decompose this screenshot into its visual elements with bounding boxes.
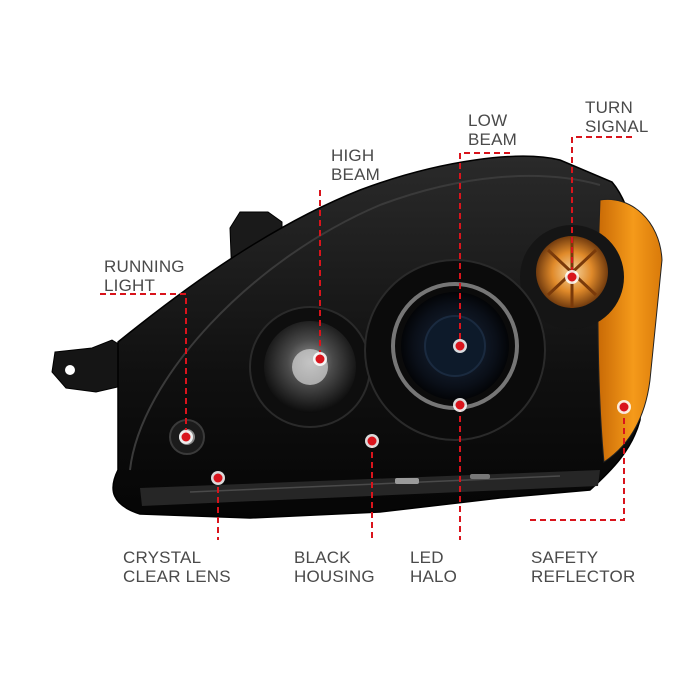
callout-lines <box>100 136 632 540</box>
safety-reflector-leader <box>530 408 625 521</box>
safety-reflector-label: SAFETY REFLECTOR <box>531 548 635 586</box>
drl-led <box>395 478 419 484</box>
safety-reflector-dot <box>619 402 629 412</box>
crystal-clear-lens-line2: CLEAR LENS <box>123 567 231 586</box>
running-light-line1: RUNNING <box>104 257 185 276</box>
turn-signal-dot <box>567 272 577 282</box>
low-beam-leader <box>459 152 510 343</box>
low-beam-dot <box>455 341 465 351</box>
low-beam-line2: BEAM <box>468 130 517 149</box>
running-light-label: RUNNING LIGHT <box>104 257 185 295</box>
safety-reflector-line1: SAFETY <box>531 548 599 567</box>
safety-reflector-line2: REFLECTOR <box>531 567 636 586</box>
running-light-dot <box>181 432 191 442</box>
black-housing-line1: BLACK <box>294 548 351 567</box>
running-light-leader <box>100 293 187 432</box>
turn-signal-line2: SIGNAL <box>585 117 649 136</box>
turn-signal-line1: TURN <box>585 98 634 117</box>
callout-dots <box>179 270 631 485</box>
high-beam-label: HIGH BEAM <box>331 146 380 184</box>
amber-reflector <box>597 198 663 463</box>
black-housing-dot <box>367 436 377 446</box>
black-housing-line2: HOUSING <box>294 567 375 586</box>
mounting-tab <box>51 339 129 393</box>
low-beam-line1: LOW <box>468 111 508 130</box>
high-beam-line2: BEAM <box>331 165 380 184</box>
led-halo-line1: LED <box>410 548 444 567</box>
crystal-clear-lens-line1: CRYSTAL <box>123 548 202 567</box>
lens-outline <box>129 174 601 471</box>
running-light-line2: LIGHT <box>104 276 156 295</box>
turn-signal-label: TURN SIGNAL <box>585 98 649 136</box>
led-halo-label: LED HALO <box>410 548 457 586</box>
low-beam-label: LOW BEAM <box>468 111 517 149</box>
led-halo-dot <box>455 400 465 410</box>
crystal-clear-lens-dot <box>213 473 223 483</box>
high-beam-line1: HIGH <box>331 146 375 165</box>
black-housing-label: BLACK HOUSING <box>294 548 375 586</box>
crystal-clear-lens-label: CRYSTAL CLEAR LENS <box>123 548 231 586</box>
led-halo-line2: HALO <box>410 567 458 586</box>
high-beam-dot <box>315 354 325 364</box>
turn-signal-leader <box>571 136 632 273</box>
